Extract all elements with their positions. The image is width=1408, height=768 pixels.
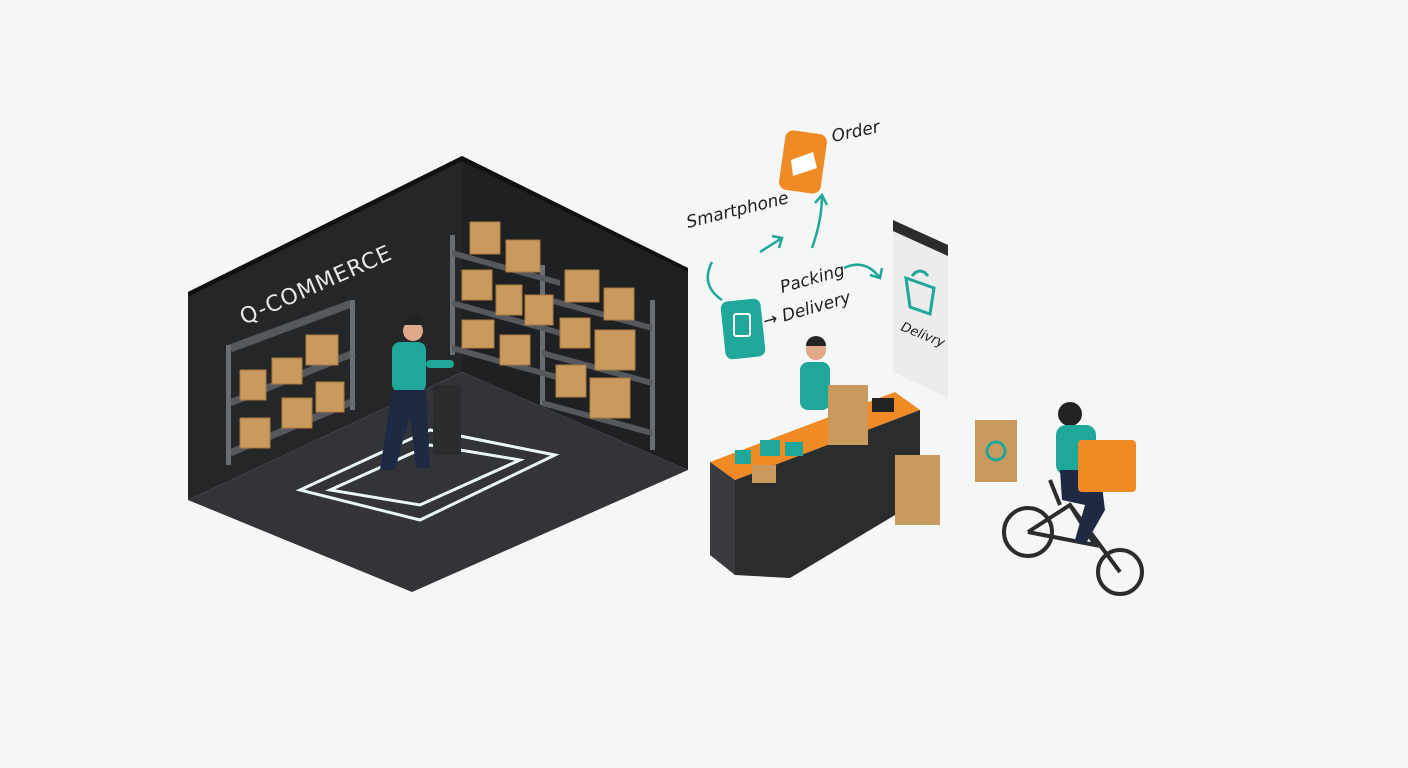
picker-person (380, 315, 461, 470)
left-wall (188, 156, 462, 500)
order-label: Order (830, 117, 883, 147)
packing-counter (710, 336, 940, 578)
smartphone-label: Smartphone (684, 188, 790, 233)
left-shelf (226, 300, 356, 465)
dark-store-room: Q-COMMERCE (188, 156, 688, 592)
shopping-basket-icon (904, 269, 936, 317)
back-shelves (450, 221, 655, 450)
order-bag-icon (779, 130, 827, 194)
flow-arrows (706, 192, 884, 302)
right-wall (462, 156, 688, 470)
delivery-label: → Delivery (761, 287, 854, 331)
bike-courier (975, 402, 1144, 596)
smartphone-icon (720, 298, 766, 360)
phone-screen: Delivry (893, 220, 948, 398)
floor (188, 372, 688, 592)
